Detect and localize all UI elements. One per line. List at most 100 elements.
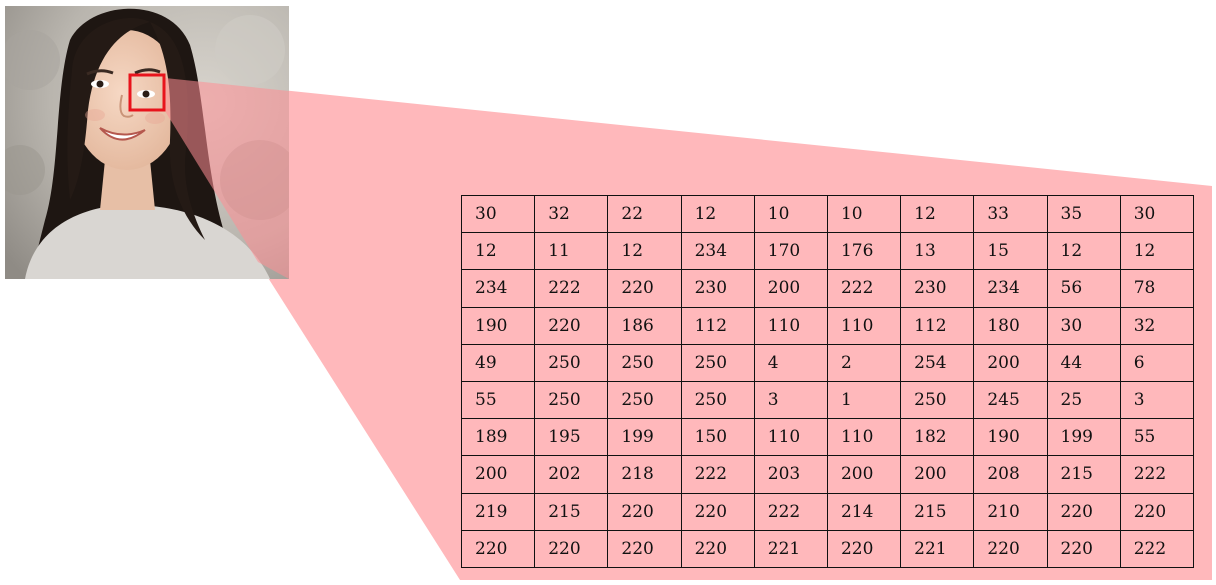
pixel-cell: 1 — [826, 380, 902, 420]
pixel-cell: 222 — [534, 269, 609, 308]
pixel-cell: 10 — [753, 194, 828, 234]
pixel-cell: 219 — [460, 492, 536, 531]
pixel-cell: 222 — [1119, 529, 1194, 569]
pixel-cell: 55 — [460, 380, 536, 420]
pixel-cell: 12 — [1046, 232, 1121, 271]
pixel-cell: 30 — [460, 194, 536, 234]
pixel-cell: 112 — [680, 306, 755, 345]
pixel-cell: 200 — [460, 455, 536, 494]
pixel-cell: 230 — [680, 269, 755, 308]
pixel-cell: 245 — [973, 380, 1048, 420]
pixel-cell: 200 — [753, 269, 828, 308]
pixel-cell: 200 — [900, 455, 975, 494]
pixel-cell: 12 — [900, 194, 975, 234]
pixel-cell: 250 — [607, 380, 682, 420]
pixel-cell: 234 — [680, 232, 755, 271]
pixel-cell: 4 — [753, 343, 828, 382]
pixel-cell: 170 — [753, 232, 828, 271]
pixel-cell: 250 — [534, 343, 609, 382]
pixel-cell: 250 — [534, 380, 609, 420]
pixel-cell: 220 — [607, 529, 682, 569]
pixel-cell: 12 — [607, 232, 682, 271]
pixel-cell: 11 — [534, 232, 609, 271]
pixel-cell: 30 — [1046, 306, 1121, 345]
pixel-cell: 25 — [1046, 380, 1121, 420]
pixel-cell: 186 — [607, 306, 682, 345]
pixel-cell: 250 — [680, 343, 755, 382]
pixel-cell: 150 — [680, 418, 755, 457]
pixel-cell: 220 — [534, 306, 609, 345]
pixel-cell: 221 — [753, 529, 828, 569]
pixel-cell: 234 — [460, 269, 536, 308]
pixel-cell: 200 — [826, 455, 902, 494]
pixel-cell: 220 — [1046, 529, 1121, 569]
pixel-cell: 55 — [1119, 418, 1194, 457]
pixel-cell: 250 — [680, 380, 755, 420]
pixel-cell: 202 — [534, 455, 609, 494]
pixel-cell: 203 — [753, 455, 828, 494]
pixel-cell: 220 — [680, 529, 755, 569]
pixel-cell: 195 — [534, 418, 609, 457]
pixel-cell: 220 — [534, 529, 609, 569]
pixel-cell: 222 — [826, 269, 902, 308]
pixel-cell: 110 — [753, 306, 828, 345]
pixel-cell: 3 — [1119, 380, 1194, 420]
pixel-cell: 2 — [826, 343, 902, 382]
pixel-cell: 189 — [460, 418, 536, 457]
pixel-cell: 30 — [1119, 194, 1194, 234]
pixel-cell: 78 — [1119, 269, 1194, 308]
pixel-cell: 33 — [973, 194, 1048, 234]
pixel-cell: 215 — [534, 492, 609, 531]
pixel-cell: 222 — [753, 492, 828, 531]
pixel-cell: 220 — [826, 529, 902, 569]
pixel-cell: 190 — [973, 418, 1048, 457]
eye-highlight-box — [128, 73, 166, 112]
pixel-cell: 220 — [1046, 492, 1121, 531]
pixel-cell: 22 — [607, 194, 682, 234]
pixel-cell: 220 — [680, 492, 755, 531]
pixel-cell: 56 — [1046, 269, 1121, 308]
zoom-projection-overlay — [165, 78, 289, 279]
pixel-cell: 220 — [607, 492, 682, 531]
pixel-cell: 220 — [973, 529, 1048, 569]
pixel-cell: 12 — [680, 194, 755, 234]
pixel-cell: 250 — [900, 380, 975, 420]
pixel-cell: 112 — [900, 306, 975, 345]
pixel-cell: 220 — [1119, 492, 1194, 531]
pixel-cell: 215 — [1046, 455, 1121, 494]
pixel-cell: 3 — [753, 380, 828, 420]
pixel-cell: 208 — [973, 455, 1048, 494]
pixel-cell: 32 — [534, 194, 609, 234]
pixel-cell: 176 — [826, 232, 902, 271]
pixel-cell: 110 — [826, 306, 902, 345]
pixel-cell: 215 — [900, 492, 975, 531]
pixel-cell: 234 — [973, 269, 1048, 308]
pixel-cell: 214 — [826, 492, 902, 531]
pixel-cell: 190 — [460, 306, 536, 345]
pixel-cell: 199 — [1046, 418, 1121, 457]
pixel-cell: 44 — [1046, 343, 1121, 382]
pixel-cell: 182 — [900, 418, 975, 457]
pixel-cell: 35 — [1046, 194, 1121, 234]
pixel-cell: 6 — [1119, 343, 1194, 382]
pixel-cell: 222 — [680, 455, 755, 494]
pixel-cell: 110 — [826, 418, 902, 457]
pixel-cell: 12 — [1119, 232, 1194, 271]
pixel-cell: 180 — [973, 306, 1048, 345]
pixel-cell: 230 — [900, 269, 975, 308]
pixel-cell: 250 — [607, 343, 682, 382]
pixel-cell: 218 — [607, 455, 682, 494]
pixel-cell: 110 — [753, 418, 828, 457]
pixel-cell: 32 — [1119, 306, 1194, 345]
pixel-cell: 210 — [973, 492, 1048, 531]
pixel-cell: 49 — [460, 343, 536, 382]
